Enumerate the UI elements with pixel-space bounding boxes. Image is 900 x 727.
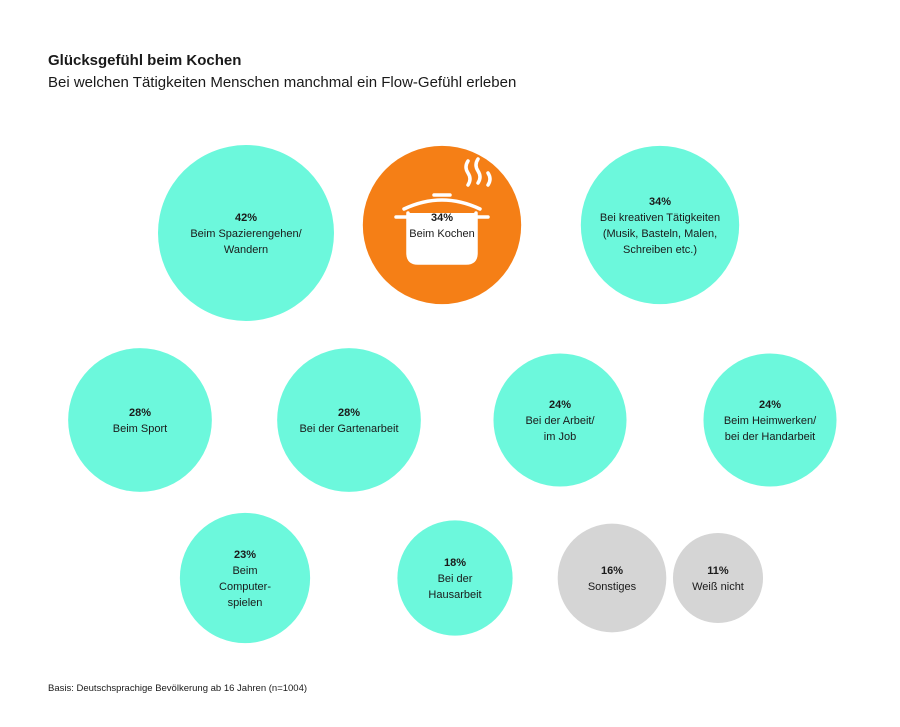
bubble-mark <box>557 523 667 633</box>
bubble-item: 24% Bei der Arbeit/im Job <box>493 353 627 487</box>
bubble-value-label: 11% <box>707 565 729 577</box>
bubble-value-label: 18% <box>444 557 466 569</box>
bubble-category-label: Weiß nicht <box>692 581 744 593</box>
bubble-item: 16% Sonstiges <box>557 523 667 633</box>
bubble-category-label: im Job <box>544 431 576 443</box>
bubble-item: 34% Bei kreativen Tätigkeiten (Musik, Bast… <box>580 145 740 305</box>
bubble-category-label: Beim Spazierengehen/ <box>190 228 302 240</box>
bubble-category-label: Beim <box>232 565 257 577</box>
bubble-category-label: Bei der Gartenarbeit <box>299 423 398 435</box>
cooking-pot-icon <box>394 157 492 265</box>
bubble-item: 42% Beim Spazierengehen/Wandern <box>158 145 334 321</box>
bubble-category-label: Beim Sport <box>113 423 167 435</box>
bubble-category-label: spielen <box>228 597 263 609</box>
bubble-mark <box>179 512 311 644</box>
bubble-category-label: Hausarbeit <box>428 589 481 601</box>
bubble-value-label: 42% <box>235 212 257 224</box>
bubble-category-label: Beim Heimwerken/ <box>724 415 817 427</box>
bubble-mark <box>580 145 740 305</box>
bubble-value-label: 28% <box>129 407 151 419</box>
bubble-item: 28% Bei der Gartenarbeit <box>277 348 421 492</box>
bubble-value-label: 24% <box>759 399 781 411</box>
bubble-category-label: Schreiben etc.) <box>623 244 697 256</box>
bubble-mark <box>68 348 212 492</box>
bubble-item: 28% Beim Sport <box>68 348 212 492</box>
bubble-category-label: Wandern <box>224 244 268 256</box>
chart-title: Glücksgefühl beim Kochen <box>48 52 242 69</box>
footnote: Basis: Deutschsprachige Bevölkerung ab 1… <box>48 683 308 694</box>
bubble-mark <box>158 145 334 321</box>
bubble-category-label: (Musik, Basteln, Malen, <box>603 228 717 240</box>
bubble-value-label: 16% <box>601 565 623 577</box>
bubble-category-label: Bei der <box>438 573 473 585</box>
bubble-mark <box>397 520 513 636</box>
bubble-item: 34% Beim Kochen <box>362 145 522 305</box>
bubble-mark <box>672 532 764 624</box>
bubble-item: 11% Weiß nicht <box>672 532 764 624</box>
bubble-value-label: 24% <box>549 399 571 411</box>
bubble-mark <box>277 348 421 492</box>
chart-subtitle: Bei welchen Tätigkeiten Menschen manchma… <box>48 74 517 91</box>
bubble-category-label: Beim Kochen <box>409 228 474 240</box>
bubble-mark <box>493 353 627 487</box>
bubble-category-label: Computer- <box>219 581 271 593</box>
bubble-category-label: Sonstiges <box>588 581 637 593</box>
bubble-category-label: bei der Handarbeit <box>725 431 816 443</box>
bubble-item: 24% Beim Heimwerken/bei der Handarbeit <box>703 353 837 487</box>
bubble-value-label: 28% <box>338 407 360 419</box>
bubble-mark <box>703 353 837 487</box>
bubble-value-label: 34% <box>431 212 453 224</box>
bubble-category-label: Bei kreativen Tätigkeiten <box>600 212 720 224</box>
bubble-category-label: Bei der Arbeit/ <box>525 415 595 427</box>
bubble-value-label: 34% <box>649 196 671 208</box>
bubble-value-label: 23% <box>234 549 256 561</box>
